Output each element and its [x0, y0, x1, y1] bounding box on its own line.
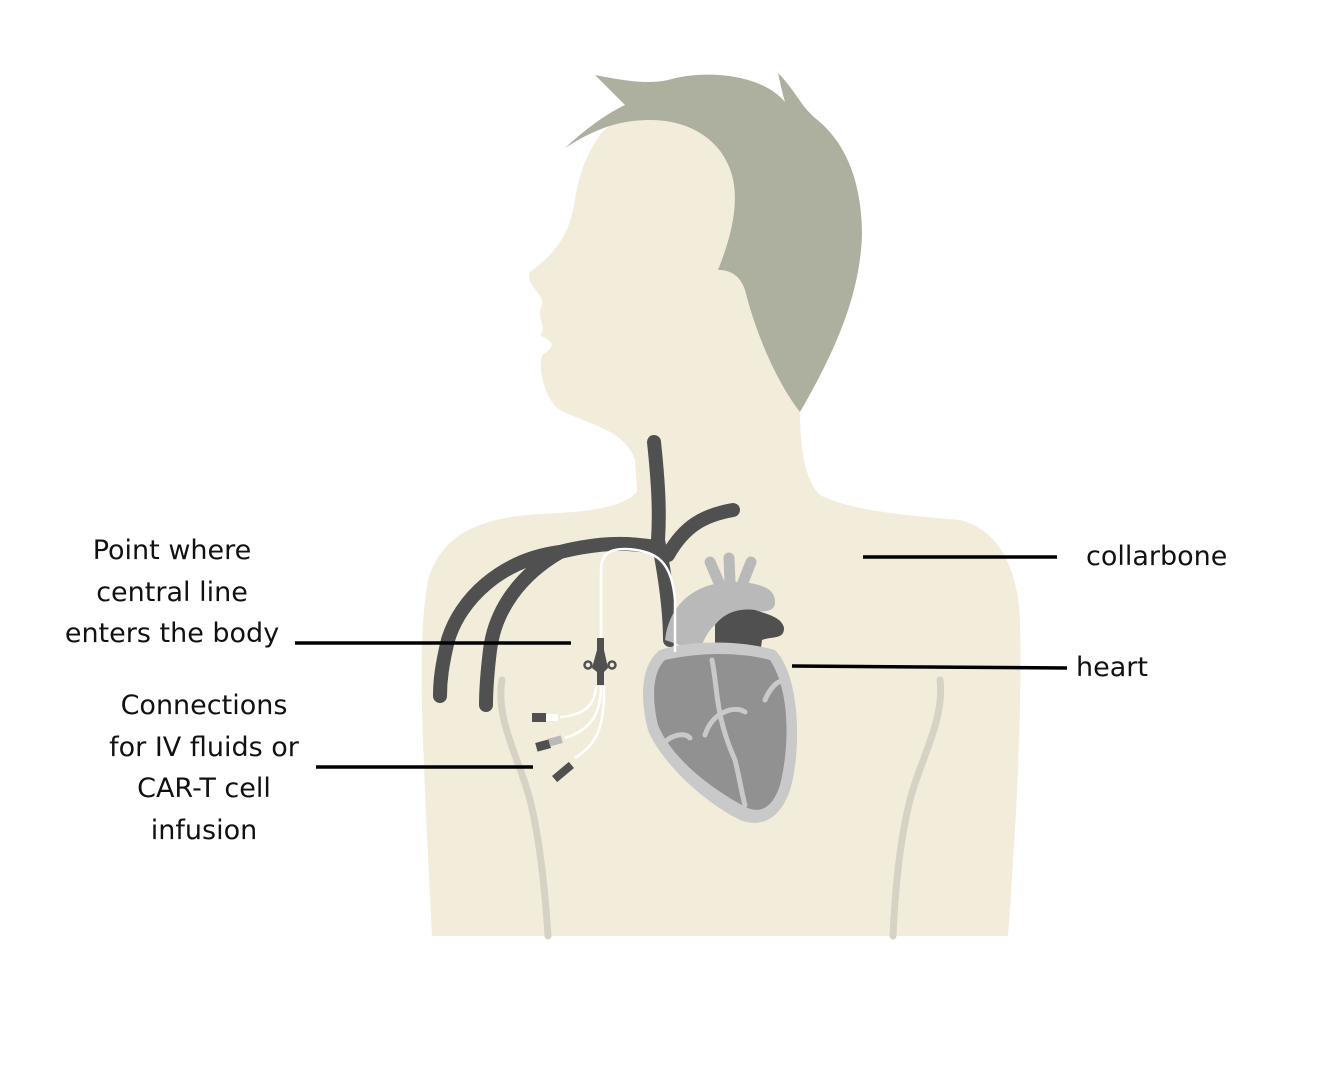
- label-line: enters the body: [64, 618, 280, 649]
- arm-crease-right: [889, 676, 945, 940]
- label-line: CAR-T cell: [137, 773, 271, 804]
- subclavian-vein: [433, 536, 667, 703]
- label-collarbone: collarbone: [1086, 541, 1228, 572]
- connector-2: [535, 739, 552, 752]
- catheter-tube: [599, 547, 677, 652]
- veins: [433, 435, 740, 712]
- label-connections: Connections for IV fluids or CAR-T cell …: [94, 685, 314, 851]
- jugular-vein: [647, 435, 677, 647]
- label-line: for IV fluids or: [109, 731, 299, 763]
- connector-3: [552, 761, 574, 783]
- label-heart: heart: [1076, 652, 1148, 683]
- vein-branch-lower: [479, 545, 567, 712]
- heart-vessels: [662, 657, 785, 808]
- heart-illustration: [643, 552, 798, 823]
- label-line: Connections: [120, 690, 288, 721]
- leader-line-heart: [791, 664, 1068, 670]
- hair: [565, 73, 862, 412]
- central-line-catheter: [532, 547, 677, 783]
- heart-inner: [654, 654, 787, 810]
- hub-wing-left: [583, 660, 593, 670]
- aorta-branches: [704, 552, 757, 591]
- label-line: central line: [96, 576, 248, 608]
- label-entry-point: Point where central line enters the body: [52, 530, 292, 655]
- aorta: [665, 581, 775, 652]
- label-line: infusion: [150, 814, 258, 846]
- label-line: Point where: [92, 535, 252, 566]
- catheter-hub: [592, 638, 608, 685]
- hub-wing-right: [607, 660, 617, 670]
- vein-branch-right: [661, 503, 740, 562]
- connector-1: [532, 713, 546, 722]
- arm-crease-left: [497, 676, 552, 940]
